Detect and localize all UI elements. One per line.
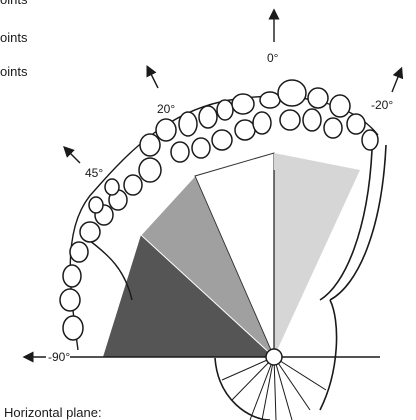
label-0-deg: 0° (267, 52, 278, 65)
caption: Horizontal plane: (4, 406, 102, 420)
label-45-deg: 45° (85, 167, 103, 180)
arrow-45 (67, 150, 80, 163)
center-hub (266, 349, 282, 365)
arrow-minus20 (392, 72, 400, 92)
label-minus90-deg: -90° (48, 351, 70, 364)
label-20-deg: 20° (157, 103, 175, 116)
arrow-20 (149, 70, 158, 88)
sector-light (274, 153, 360, 357)
label-minus20-deg: -20° (371, 99, 393, 112)
